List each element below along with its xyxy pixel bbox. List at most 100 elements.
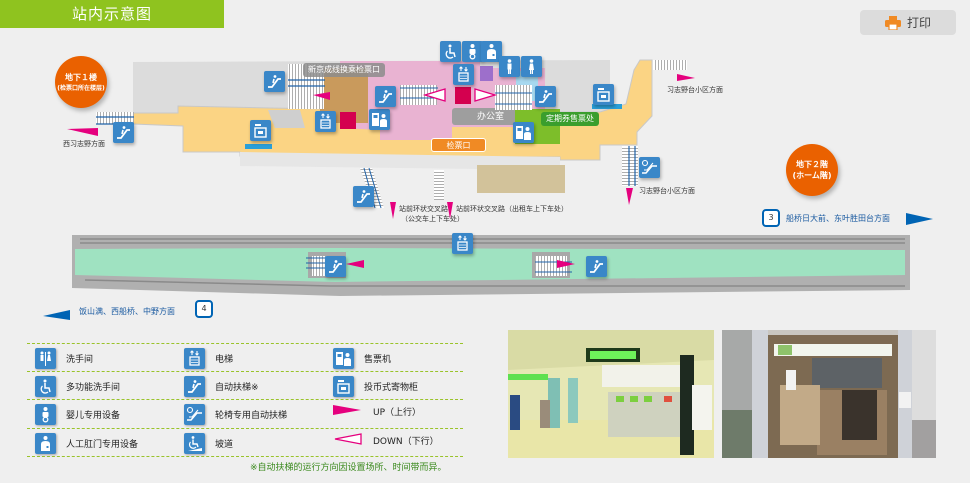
escalator-icon [535,86,556,107]
stairs [653,60,687,70]
transfer-gate-label: 新京成线换乘检票口 [303,63,385,77]
legend-label: 多功能洗手间 [66,382,121,393]
escalator-icon [586,256,607,277]
up-arrow [447,202,453,219]
up-arrow [626,188,633,205]
station-entrance-photo-image [722,330,936,458]
baby-facility-icon-glyph [469,44,476,60]
elevator-icon [184,348,205,369]
legend-row: 婴儿专用设备 轮椅专用自动扶梯 UP（上行） [27,400,463,429]
ticket-machine-icon-glyph [516,126,531,140]
man-restroom-icon-glyph [507,59,512,74]
wheelchair-escalator-icon [639,157,660,178]
ramp-icon [184,432,205,454]
escalator-icon-glyph [188,379,201,393]
woman-restroom-icon-glyph [529,59,534,74]
legend-item: UP（上行） [333,404,421,419]
stairs [622,146,638,186]
escalator-icon [113,122,134,143]
legend-label: UP（上行） [373,408,422,418]
print-button[interactable]: 打印 [860,10,956,35]
legend-label: DOWN（下行） [373,436,439,447]
legend-label: 投币式寄物柜 [364,382,419,393]
escalator [495,85,532,110]
up-arrow [390,202,396,219]
baby-facility-icon [462,41,483,62]
stairs [434,170,444,200]
ticket-machine-icon [369,109,390,130]
ostomate-icon [35,432,56,454]
man-restroom-icon [499,56,520,77]
legend-label: 洗手间 [66,355,94,365]
page-title: 站内示意图 [0,0,224,28]
west-narashino-label: 西习志野方面 [63,140,105,148]
platform-4-destination: 饭山满、西船桥、中野方面 [79,307,175,316]
coin-locker-icon-glyph [254,124,267,138]
accessible-restroom-icon-glyph [40,379,51,394]
legend-item: 轮椅专用自动扶梯 [184,404,287,425]
printer-icon [884,15,901,30]
legend-label: 轮椅专用自动扶梯 [215,411,288,421]
wheelchair-escalator-icon-glyph [186,406,202,421]
office-label: 办公室 [477,112,505,122]
rotary-taxi-label: 站前环状交叉路（出租车上下车处） [456,205,568,213]
escalator-icon [264,71,285,92]
legend-label: 人工肛门专用设备 [66,439,139,450]
legend-item: 自动扶梯※ [184,375,259,397]
coin-locker-icon [250,120,271,141]
up-arrow [313,92,330,100]
platform-direction-arrow-right [906,213,933,225]
legend-label: 婴儿专用设备 [66,411,121,421]
commuter-pass-office-label: 定期券售票处 [541,112,599,126]
baby-facility-icon [35,404,56,425]
restroom-icon-glyph [40,351,51,366]
up-arrow [346,260,364,268]
coin-locker-icon-glyph [597,88,610,102]
narashinodai-north-label: 习志野台小区方面 [667,86,723,94]
up-arrow-icon [333,404,363,419]
coin-locker-icon [333,375,354,397]
escalator-icon-glyph [539,90,552,103]
legend-row: 洗手间 电梯 售票机 [27,343,463,372]
up-arrow [557,260,575,268]
down-arrow [474,88,498,102]
rotary-bus-sub-label: （公交车上下车处） [401,215,464,223]
escalator-icon-glyph [379,90,392,103]
legend-item: 售票机 [333,348,391,369]
wheelchair-escalator-icon [184,404,205,425]
accessible-restroom-icon [440,41,461,62]
escalator-icon [325,256,346,277]
stairs [96,112,134,124]
legend-item: 投币式寄物柜 [333,375,419,397]
legend-label: 电梯 [215,355,234,365]
legend-item: DOWN（下行） [333,432,439,448]
bus-terminal-building [477,165,565,193]
legend-row: 人工肛门专用设备 坡道 DOWN（下行） [27,429,463,457]
elevator-icon-glyph [320,113,331,129]
escalator-note: ※自动扶梯的运行方向因设置场所、时间带而异。 [250,463,447,473]
ticket-machine-icon [333,348,354,369]
ramp-icon-glyph [188,435,202,451]
platform-direction-arrow-left [43,310,70,320]
escalator-icon [375,86,396,107]
accessible-restroom-icon [35,375,56,397]
elevator-shaft [340,112,356,129]
coin-locker-icon-glyph [337,379,350,394]
accessible-restroom-icon-glyph [445,44,456,59]
legend-label: 售票机 [364,355,392,365]
legend-item: 坡道 [184,432,233,454]
legend-item: 电梯 [184,348,233,369]
station-entrance-photo [722,330,936,458]
rotary-bus-label: 站前环状交叉路 [399,205,448,213]
elevator-icon [453,64,474,85]
floor-badge-b2: 地下２階 (ホーム階) [786,144,838,196]
escalator-icon-glyph [357,190,370,203]
ostomate-icon-glyph [41,435,50,451]
elevator-icon-glyph [457,235,468,251]
down-arrow-icon [333,432,363,448]
ticket-hall-photo-image [508,330,714,458]
narashinodai-south-label: 习志野台小区方面 [639,187,695,195]
platform-area [75,248,905,282]
accessible-room [480,66,493,81]
ticket-machine-icon-glyph [336,352,351,366]
